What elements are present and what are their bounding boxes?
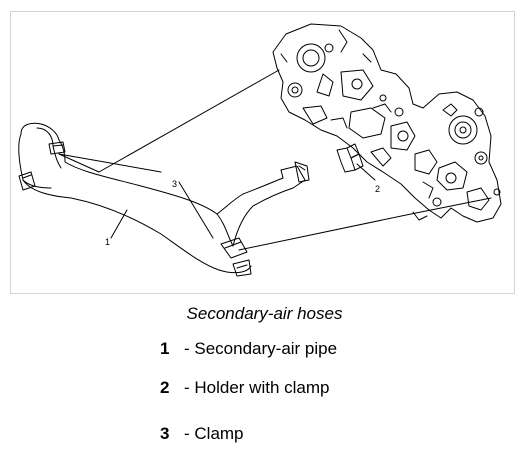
legend-number: 2 bbox=[160, 378, 170, 397]
secondary-air-hose-diagram: 1 2 3 bbox=[18, 23, 502, 277]
legend-text: - Holder with clamp bbox=[184, 378, 330, 397]
callout-1: 1 bbox=[105, 237, 110, 247]
legend-number: 3 bbox=[160, 424, 170, 443]
callout-2: 2 bbox=[375, 184, 380, 194]
callout-labels: 1 2 3 bbox=[105, 179, 380, 247]
callout-3: 3 bbox=[172, 179, 177, 189]
diagram-frame: 1 2 3 bbox=[10, 11, 515, 294]
legend-text: - Clamp bbox=[184, 424, 244, 443]
secondary-air-pipe bbox=[18, 122, 306, 274]
leader-lines bbox=[58, 69, 492, 251]
figure-caption: Secondary-air hoses bbox=[186, 304, 343, 323]
hose-clamps bbox=[18, 141, 310, 277]
holder-with-clamp bbox=[336, 143, 364, 173]
legend-text: - Secondary-air pipe bbox=[184, 339, 338, 358]
legend-number: 1 bbox=[160, 339, 170, 358]
engine-block-illustration bbox=[272, 23, 502, 223]
